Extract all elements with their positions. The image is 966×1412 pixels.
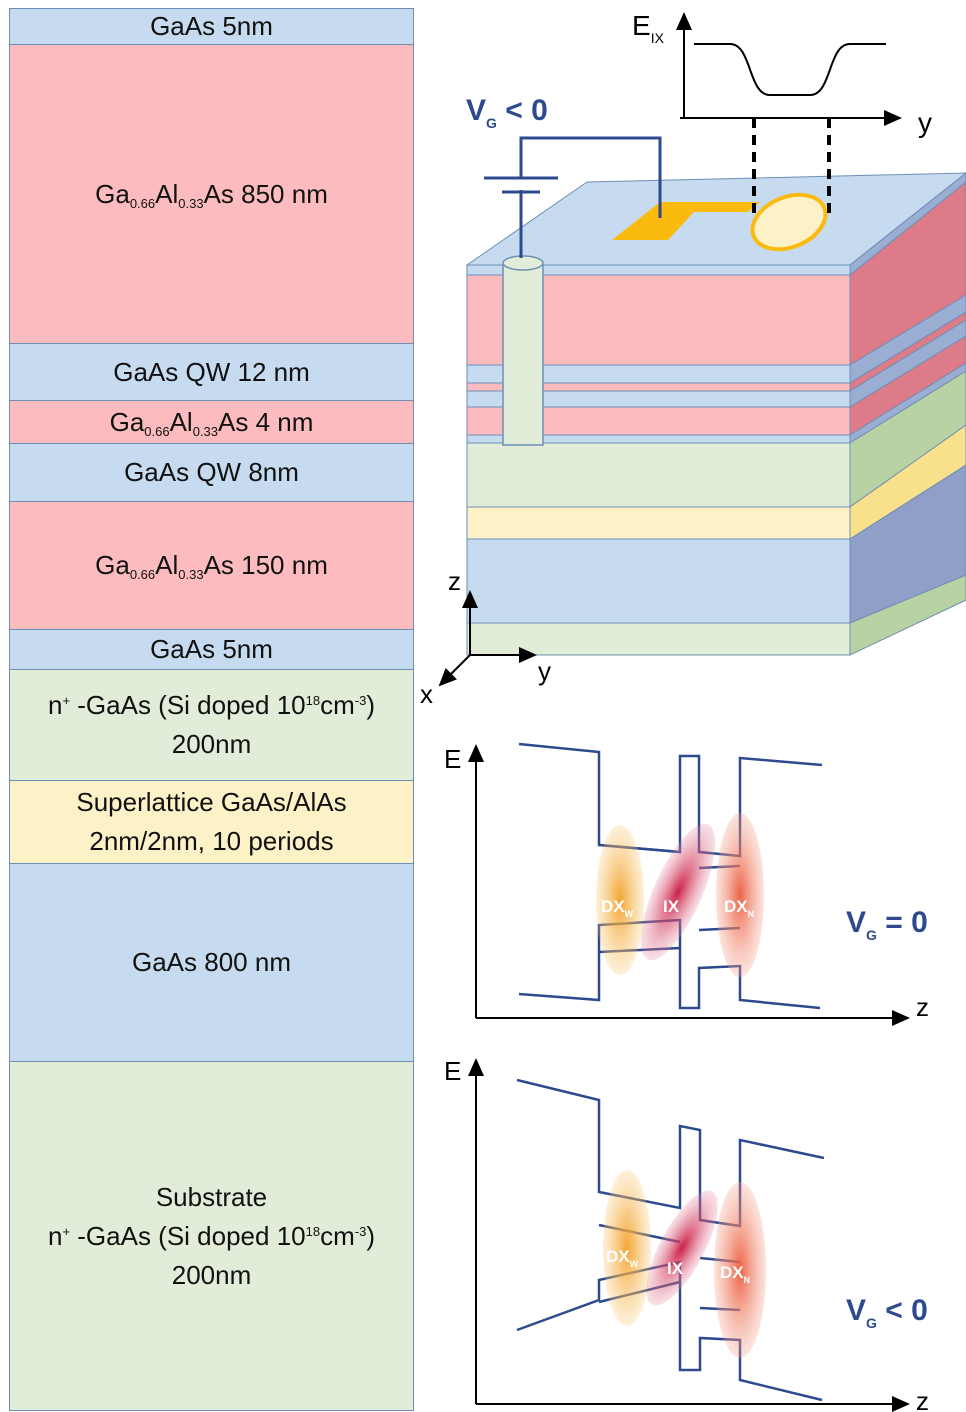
- band-diagram-vg0: E z DXW IX DXN VG = 0: [444, 742, 929, 1026]
- layer-label-line2: 2nm/2nm, 10 periods: [89, 826, 334, 856]
- layer-label-line3: 200nm: [171, 1259, 252, 1290]
- layer-gaalas-4: Ga0.66Al0.33As 4 nm: [9, 400, 414, 444]
- eix-axis-label: EIX: [632, 10, 665, 46]
- layer-gaas-qw-8: GaAs QW 8nm: [9, 443, 414, 502]
- back-contact-well: [502, 264, 544, 446]
- z-axis-label: z: [448, 566, 461, 596]
- y-axis-label: y: [918, 107, 932, 138]
- layer-label: GaAs QW 12 nm: [113, 356, 310, 387]
- gate-ring: [750, 192, 828, 252]
- layer-label: Substrate: [155, 1181, 268, 1212]
- ix-exciton: [646, 1190, 718, 1306]
- dxw-exciton: [603, 1170, 651, 1326]
- dxn-exciton: [714, 1182, 766, 1358]
- ix-label: IX: [667, 1259, 684, 1278]
- dxw-label: DXW: [601, 897, 634, 919]
- layer-superlattice: Superlattice GaAs/AlAs 2nm/2nm, 10 perio…: [9, 780, 414, 864]
- layer-label: Superlattice GaAs/AlAs: [76, 787, 347, 817]
- back-contact-top: [502, 255, 544, 271]
- layer-label-line2: 200nm: [171, 729, 252, 759]
- dxn-label: DXN: [724, 897, 754, 919]
- dxw-label: DXW: [606, 1247, 639, 1269]
- layer-n-gaas: n+ -GaAs (Si doped 1018cm-3) 200nm: [9, 669, 414, 781]
- layer-gaas-cap: GaAs 5nm: [9, 8, 414, 45]
- layer-label: Ga0.66Al0.33As 850 nm: [95, 178, 328, 211]
- band-diagram-vgneg: E z DXW IX DXN VG < 0: [444, 1056, 929, 1412]
- layer-substrate: Substrate n+ -GaAs (Si doped 1018cm-3) 2…: [9, 1061, 414, 1411]
- layer-label: GaAs QW 8nm: [124, 457, 299, 487]
- layer-label: n+ -GaAs (Si doped 1018cm-3): [47, 690, 375, 720]
- layer-label: GaAs 5nm: [150, 11, 273, 41]
- gate-voltage-label: VG < 0: [466, 94, 548, 131]
- ix-exciton: [640, 823, 716, 961]
- energy-axis-label: E: [444, 744, 461, 774]
- ix-label: IX: [663, 897, 680, 916]
- layer-gaas-800: GaAs 800 nm: [9, 863, 414, 1062]
- layer-label-line2: n+ -GaAs (Si doped 1018cm-3): [47, 1220, 375, 1251]
- dxw-exciton: [596, 825, 644, 975]
- state-label: VG < 0: [846, 1294, 928, 1331]
- layer-gaas-5: GaAs 5nm: [9, 629, 414, 670]
- x-axis-label: x: [420, 679, 433, 709]
- layer-gaalas-150: Ga0.66Al0.33As 150 nm: [9, 501, 414, 630]
- dxn-exciton: [716, 813, 764, 977]
- gate-circuit: [484, 136, 662, 258]
- layer-label: Ga0.66Al0.33As 4 nm: [109, 406, 314, 439]
- layer-label: GaAs 800 nm: [132, 947, 291, 977]
- dxn-label: DXN: [720, 1263, 750, 1285]
- coordinate-axes: z y x: [420, 566, 551, 709]
- layer-label: GaAs 5nm: [150, 634, 273, 664]
- z-axis-label: z: [916, 1386, 929, 1412]
- energy-axis-label: E: [444, 1056, 461, 1086]
- gate-electrode: [612, 202, 760, 240]
- state-label: VG = 0: [846, 906, 928, 943]
- layer-label: Ga0.66Al0.33As 150 nm: [95, 550, 328, 582]
- layer-gaas-qw-12: GaAs QW 12 nm: [9, 343, 414, 401]
- y-axis-label-3d: y: [538, 656, 551, 686]
- sample-block: [465, 172, 966, 656]
- z-axis-label: z: [916, 992, 929, 1022]
- energy-profile-plot: EIX y: [632, 10, 932, 215]
